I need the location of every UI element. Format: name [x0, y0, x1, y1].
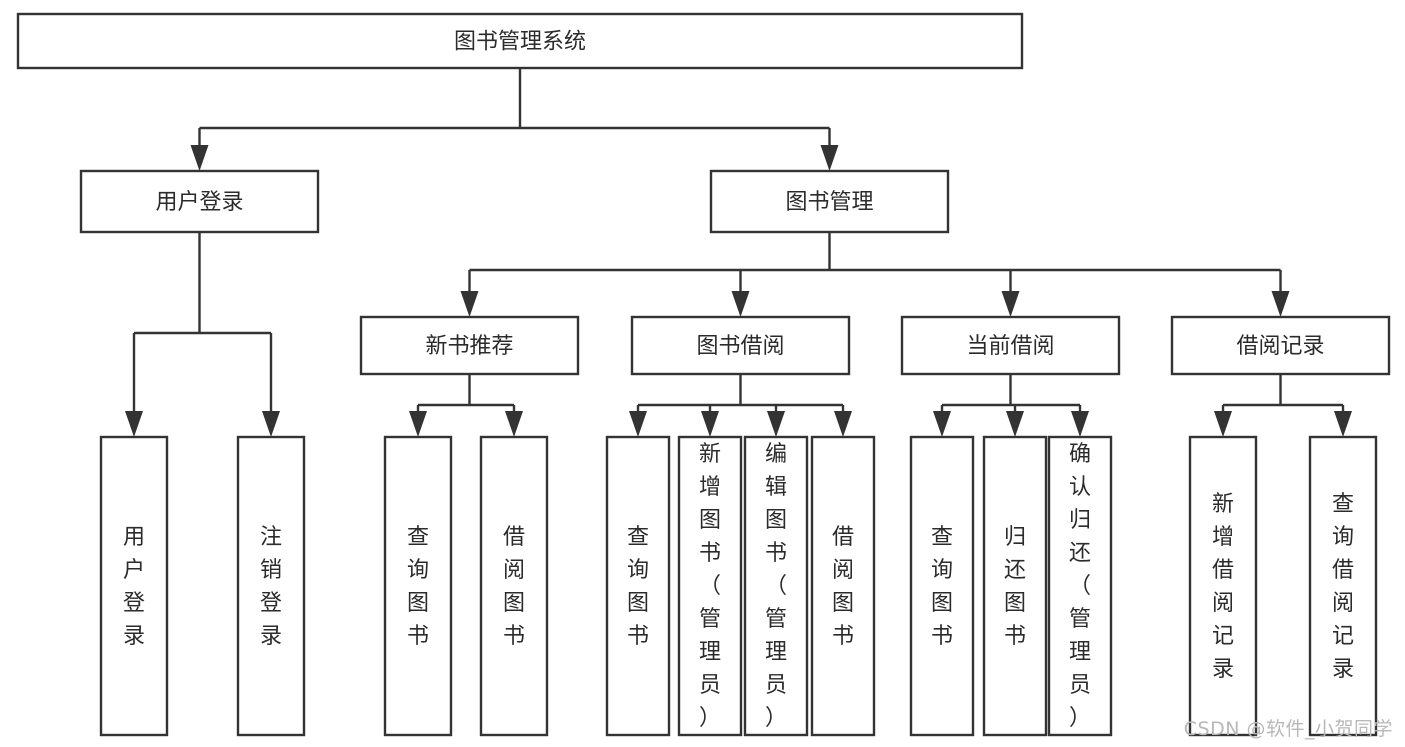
- node-label: 借阅记录: [1236, 334, 1324, 359]
- node-new-book-recommend[interactable]: 新书推荐: [359, 315, 580, 376]
- node-leaf-add-record[interactable]: 新增借阅记录: [1188, 435, 1258, 737]
- node-label: 查询图书: [931, 525, 953, 649]
- node-label: 借阅图书: [832, 525, 854, 649]
- arrow-head-icon: [834, 411, 852, 437]
- node-label: 新增借阅记录: [1212, 492, 1234, 682]
- node-label: 图书管理: [785, 190, 873, 215]
- node-box: [630, 315, 851, 376]
- node-leaf-return-book[interactable]: 归还图书: [982, 435, 1048, 737]
- node-box: [709, 169, 950, 234]
- node-label: 查询借阅记录: [1332, 492, 1354, 682]
- node-label: 用户登录: [123, 525, 145, 649]
- node-box: [1308, 435, 1378, 737]
- arrow-head-icon: [767, 411, 785, 437]
- arrow-head-icon: [125, 411, 143, 437]
- arrow-head-icon: [701, 411, 719, 437]
- nodes-layer: 图书管理系统用户登录图书管理新书推荐图书借阅当前借阅借阅记录用户登录注销登录查询…: [16, 12, 1391, 737]
- node-box: [359, 315, 580, 376]
- node-current-borrow[interactable]: 当前借阅: [900, 315, 1121, 376]
- node-leaf-query-book-3[interactable]: 查询图书: [909, 435, 975, 737]
- arrow-head-icon: [190, 145, 209, 171]
- arrow-head-icon: [409, 411, 427, 437]
- arrow-head-icon: [1071, 411, 1089, 437]
- node-label: 用户登录: [155, 190, 243, 215]
- node-leaf-edit-book[interactable]: 编辑图书（管理员）: [743, 435, 809, 737]
- node-label: 查询图书: [407, 525, 429, 649]
- node-book-borrow[interactable]: 图书借阅: [630, 315, 851, 376]
- node-label: 编辑图书（管理员）: [765, 442, 787, 731]
- node-leaf-query-record[interactable]: 查询借阅记录: [1308, 435, 1378, 737]
- node-label: 注销登录: [260, 525, 282, 649]
- node-label: 查询图书: [627, 525, 649, 649]
- arrow-head-icon: [933, 411, 951, 437]
- arrow-head-icon: [731, 291, 750, 317]
- node-box: [383, 435, 453, 737]
- arrow-head-icon: [820, 145, 839, 171]
- arrow-head-icon: [1001, 291, 1020, 317]
- node-leaf-add-book[interactable]: 新增图书（管理员）: [677, 435, 743, 737]
- node-box: [900, 315, 1121, 376]
- node-leaf-confirm-return[interactable]: 确认归还（管理员）: [1047, 435, 1113, 737]
- node-label: 图书借阅: [696, 334, 784, 359]
- node-box: [99, 435, 169, 737]
- node-user-login[interactable]: 用户登录: [79, 169, 320, 234]
- node-leaf-query-book-2[interactable]: 查询图书: [605, 435, 671, 737]
- node-root[interactable]: 图书管理系统: [16, 12, 1024, 70]
- arrow-head-icon: [460, 291, 479, 317]
- arrow-head-icon: [1334, 411, 1352, 437]
- node-box: [16, 12, 1024, 70]
- node-box: [479, 435, 549, 737]
- node-box: [909, 435, 975, 737]
- node-leaf-borrow-book-2[interactable]: 借阅图书: [810, 435, 876, 737]
- arrow-head-icon: [1006, 411, 1024, 437]
- node-box: [1047, 435, 1113, 737]
- node-box: [982, 435, 1048, 737]
- arrow-head-icon: [629, 411, 647, 437]
- node-leaf-user-login[interactable]: 用户登录: [99, 435, 169, 737]
- node-leaf-logout[interactable]: 注销登录: [236, 435, 306, 737]
- node-label: 借阅图书: [503, 525, 525, 649]
- node-label: 新增图书（管理员）: [699, 442, 721, 731]
- node-box: [743, 435, 809, 737]
- node-label: 当前借阅: [966, 334, 1054, 359]
- arrow-head-icon: [505, 411, 523, 437]
- node-box: [1188, 435, 1258, 737]
- node-label: 确认归还（管理员）: [1069, 442, 1091, 731]
- node-label: 新书推荐: [425, 334, 513, 359]
- node-leaf-query-book-1[interactable]: 查询图书: [383, 435, 453, 737]
- node-box: [79, 169, 320, 234]
- arrow-head-icon: [1271, 291, 1290, 317]
- arrow-head-icon: [262, 411, 280, 437]
- node-borrow-record[interactable]: 借阅记录: [1170, 315, 1391, 376]
- arrow-head-icon: [1214, 411, 1232, 437]
- node-book-manage[interactable]: 图书管理: [709, 169, 950, 234]
- node-box: [677, 435, 743, 737]
- node-box: [810, 435, 876, 737]
- node-label: 归还图书: [1004, 525, 1026, 649]
- node-box: [605, 435, 671, 737]
- node-box: [1170, 315, 1391, 376]
- node-leaf-borrow-book-1[interactable]: 借阅图书: [479, 435, 549, 737]
- connectors-layer: [125, 68, 1352, 437]
- node-box: [236, 435, 306, 737]
- node-label: 图书管理系统: [454, 30, 586, 55]
